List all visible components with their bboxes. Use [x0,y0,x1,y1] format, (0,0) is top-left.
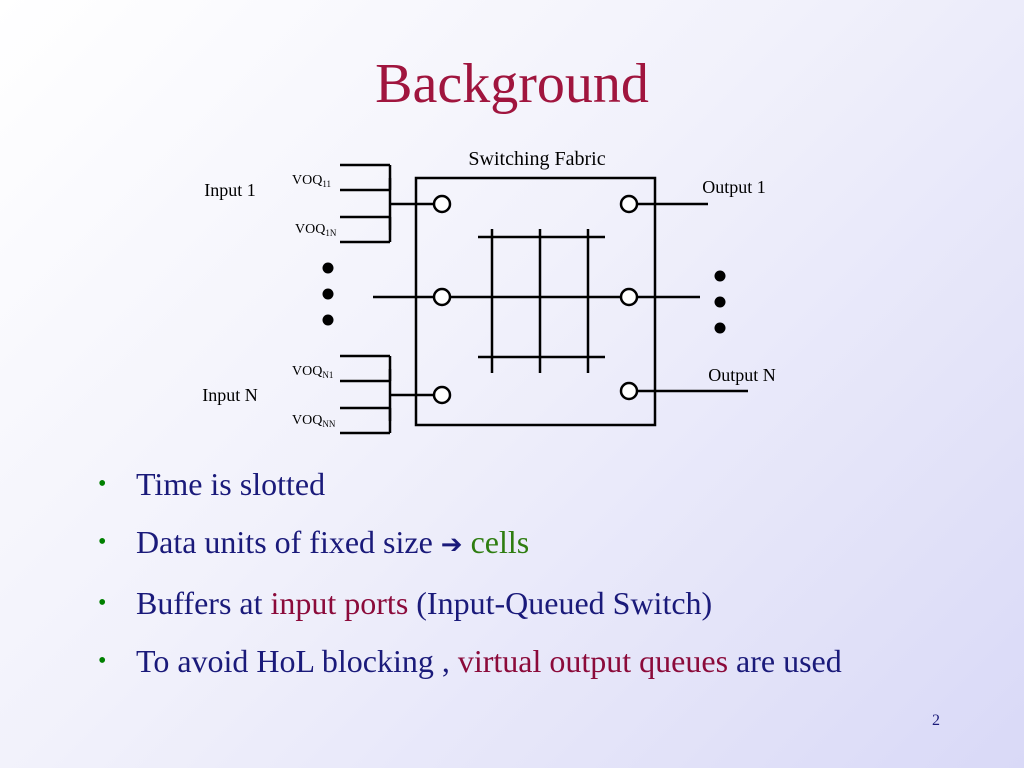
voq-1n-label: VOQ1N [295,222,337,238]
input-port-1 [432,194,452,214]
bullet-text: are used [728,643,842,679]
input-port-n [432,385,452,405]
bullet-dot-icon: • [98,471,107,497]
input-1-label: Input 1 [204,180,256,200]
output-port-1 [619,194,639,214]
voq-n1-label: VOQN1 [292,364,333,380]
output-ellipsis-dot [714,270,726,282]
bullet-item: • Buffers at input ports (Input-Queued Sw… [98,581,958,625]
voq-11-buffer [340,163,392,192]
output-n-label: Output N [708,365,776,385]
input-ellipsis-dot [322,288,334,300]
bullet-dot-icon: • [98,648,107,674]
bullet-text: Data units of fixed size [136,524,441,560]
bullet-text: Buffers at [136,585,271,621]
bullet-item: • Time is slotted [98,462,958,506]
input-1-connector [388,178,433,230]
output-ellipsis-dot [714,322,726,334]
output-port-n [619,381,639,401]
bullet-list: • Time is slotted • Data units of fixed siz… [98,462,958,697]
switching-fabric-label: Switching Fabric [468,148,605,170]
voq-n1-buffer [340,354,392,383]
input-ellipsis-dot [322,262,334,274]
voq-1n-buffer [340,215,392,244]
output-port-middle [619,287,639,307]
input-n-label: Input N [202,385,258,405]
input-port-middle [432,287,452,307]
bullet-dot-icon: • [98,590,107,616]
output-ellipsis-dot [714,296,726,308]
crossbar-grid [478,229,605,373]
input-ellipsis-dot [322,314,334,326]
bullet-dot-icon: • [98,529,107,555]
bullet-text: (Input-Queued Switch) [408,585,713,621]
voq-11-label: VOQ11 [292,173,331,189]
switching-fabric-box [414,176,657,427]
page-number: 2 [932,712,940,729]
bullet-text: cells [462,524,530,560]
bullet-item: • To avoid HoL blocking , virtual output … [98,639,958,683]
voq-nn-buffer [340,406,392,435]
output-1-label: Output 1 [702,177,766,197]
input-queued-switch-diagram: Switching Fabric Input 1 Input N Output … [202,148,776,435]
right-arrow-icon: ➔ [440,530,463,559]
bullet-text: input ports [270,585,409,621]
bullet-text: To avoid HoL blocking , [136,643,458,679]
bullet-text: virtual output queues [457,643,729,679]
bullet-item: • Data units of fixed size ➔ cells [98,520,958,567]
input-n-connector [388,369,433,421]
bullet-text: Time is slotted [136,466,326,502]
voq-nn-label: VOQNN [292,413,336,429]
slide-title: Background [375,53,649,115]
